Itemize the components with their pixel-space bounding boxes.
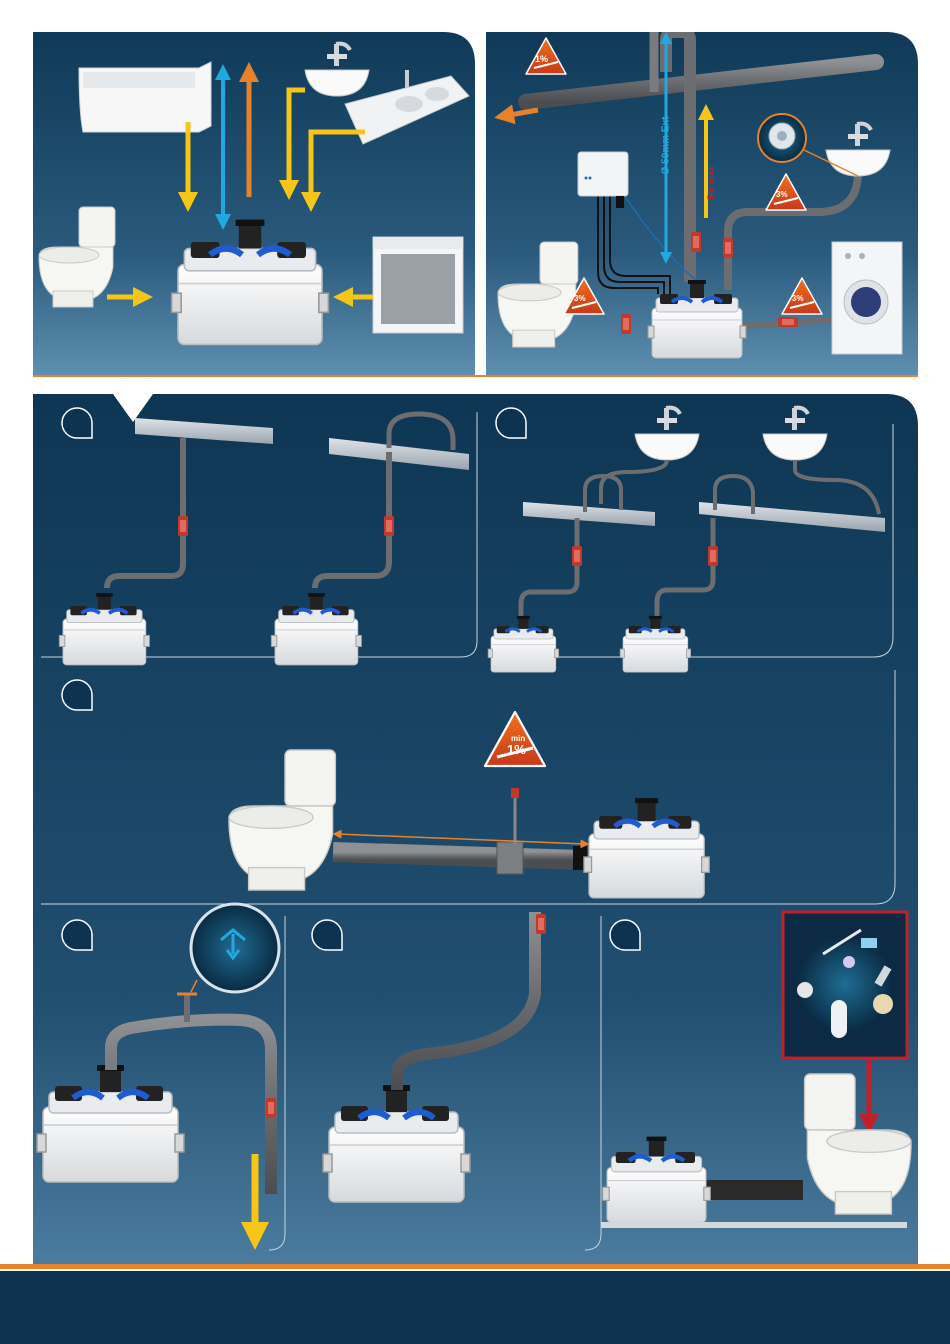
max-height-label: 5m max	[706, 158, 716, 208]
slope-min-value: 1%	[507, 742, 526, 757]
washing-machine-icon	[832, 242, 902, 354]
step-marker	[62, 680, 92, 710]
step-marker	[62, 408, 92, 438]
panel-appliances	[33, 32, 475, 375]
toilet-icon	[39, 207, 115, 307]
step-marker	[62, 920, 92, 950]
panel-examples: min 1%	[33, 394, 918, 1264]
footer-stripe	[0, 1264, 950, 1269]
slope-label-drain: 1%	[535, 54, 548, 64]
drain-grate-icon	[769, 123, 795, 149]
dishwasher-icon	[373, 237, 463, 333]
slope-label-sink: 3%	[776, 190, 788, 199]
panel-installation: 1% 3% 3% 3% Ø 50mm Ext 5m max	[486, 32, 918, 375]
slope-label-washer: 3%	[792, 294, 804, 303]
step-marker	[312, 920, 342, 950]
pipe-diameter-label: Ø 50mm Ext	[661, 106, 672, 186]
step-marker	[496, 408, 526, 438]
pump-unit	[172, 220, 329, 345]
bathtub-icon	[79, 62, 211, 132]
step-marker	[610, 920, 640, 950]
footer-band	[0, 1271, 950, 1344]
slope-label-toilet: 3%	[574, 294, 586, 303]
basin-icon	[305, 44, 369, 96]
divider	[33, 375, 918, 377]
